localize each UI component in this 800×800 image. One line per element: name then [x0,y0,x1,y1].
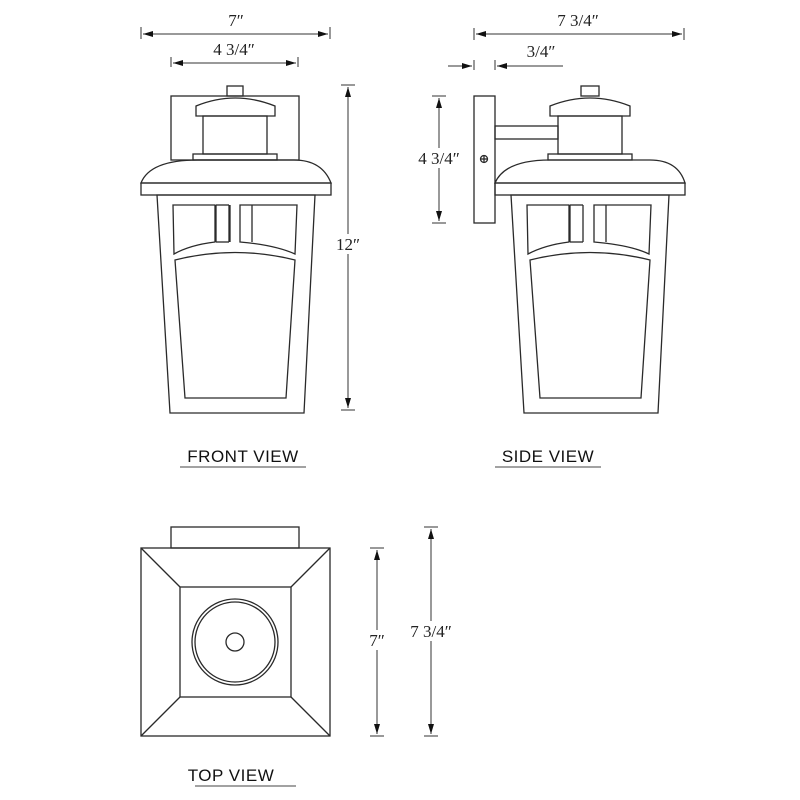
side-view: 7 3/4″ 3/4″ 4 3/4″ [405,11,686,468]
front-height-dimension: 12″ [335,84,361,411]
side-depth-label: 7 3/4″ [557,11,599,30]
side-backplate-height-label: 4 3/4″ [418,149,460,168]
side-depth-dimension: 7 3/4″ [473,11,685,40]
side-backplate-depth-label: 3/4″ [527,42,556,61]
front-view: 7″ 4 3/4″ [140,11,361,468]
side-backplate-height-dimension: 4 3/4″ [405,95,473,224]
front-view-title: FRONT VIEW [187,447,298,466]
front-width-dimension: 7″ [140,11,331,39]
front-height-label: 12″ [336,235,360,254]
front-backplate-dimension: 4 3/4″ [170,40,299,67]
top-depth-label: 7 3/4″ [410,622,452,641]
mounting-screw-icon [479,154,489,164]
top-width-dimension: 7″ [364,547,390,737]
top-view-title: TOP VIEW [188,766,275,785]
side-view-title: SIDE VIEW [502,447,594,466]
top-depth-dimension: 7 3/4″ [400,526,462,737]
front-width-label: 7″ [228,11,244,30]
side-backplate-depth-dimension: 3/4″ [448,42,563,70]
front-backplate-label: 4 3/4″ [213,40,255,59]
top-width-label: 7″ [369,631,385,650]
top-view: 7″ 7 3/4″ TOP VIEW [140,526,462,787]
